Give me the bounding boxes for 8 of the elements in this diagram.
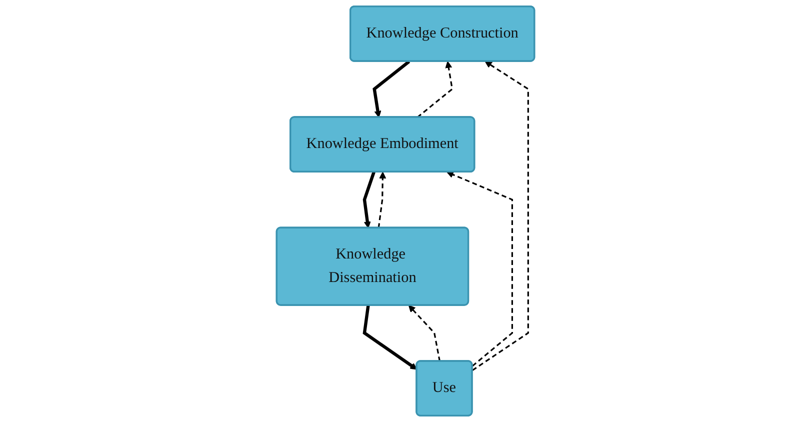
arrow bbox=[372, 60, 410, 118]
arrow bbox=[472, 61, 529, 372]
arrow bbox=[378, 172, 386, 228]
arrow bbox=[408, 305, 441, 362]
arrow bbox=[362, 172, 376, 228]
arrow bbox=[446, 171, 513, 367]
arrow bbox=[416, 61, 454, 118]
arrow bbox=[362, 305, 418, 370]
